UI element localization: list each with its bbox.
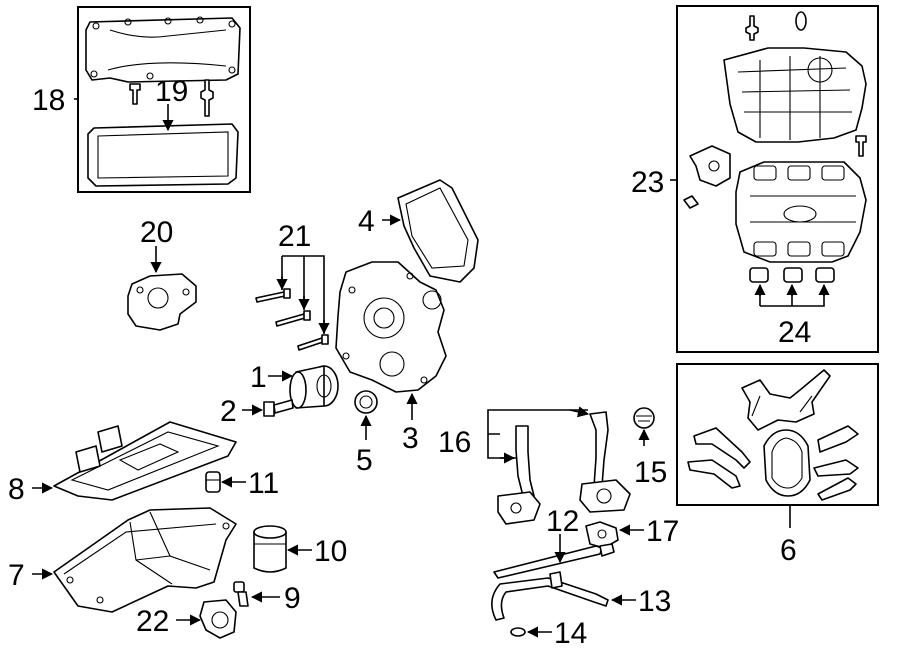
valve-cover-stud: [200, 79, 214, 117]
callout-10: 10: [314, 535, 347, 568]
callout-3: 3: [402, 422, 419, 455]
upper-intake-manifold: [723, 47, 867, 143]
callout-9: 9: [284, 582, 301, 615]
callout-18: 18: [32, 84, 65, 117]
callout-12: 12: [546, 505, 579, 538]
crank-bolt: [263, 399, 294, 417]
oil-fill-cap: [633, 407, 655, 429]
intake-port-gaskets: [749, 267, 835, 283]
sensor-screw: [683, 195, 699, 209]
callout-21: 21: [278, 220, 311, 253]
filter-adapter: [199, 599, 237, 639]
callout-13: 13: [638, 585, 671, 618]
dipstick-o-ring: [510, 627, 526, 637]
drain-plug: [205, 471, 221, 493]
callout-20: 20: [140, 216, 173, 249]
lower-intake-manifold: [735, 161, 867, 263]
callout-14: 14: [554, 617, 587, 650]
dipstick-tube: [491, 571, 609, 621]
callout-8: 8: [8, 473, 25, 506]
cover-bolts: [255, 288, 329, 351]
callout-19: 19: [155, 75, 188, 108]
callout-6: 6: [780, 534, 797, 567]
callout-17: 17: [646, 515, 679, 548]
manifold-seal: [795, 11, 807, 31]
timing-group-box: [676, 363, 879, 506]
callout-23: 23: [631, 166, 664, 199]
cover-gasket: [397, 179, 479, 283]
callout-7: 7: [8, 559, 25, 592]
oil-pickup-tube-b: [579, 411, 631, 513]
manifold-bolt-right: [855, 135, 867, 157]
callout-22: 22: [136, 605, 169, 638]
callout-16: 16: [438, 426, 471, 459]
lower-oil-pan: [53, 507, 237, 613]
crank-seal: [289, 365, 339, 409]
callout-15: 15: [634, 456, 667, 489]
callout-11: 11: [248, 467, 279, 500]
timing-chain-guides: [687, 369, 859, 501]
leader-16: [487, 409, 588, 459]
valve-cover-bolt: [129, 83, 141, 105]
housing-20: [127, 273, 197, 331]
valve-cover-gasket: [87, 123, 239, 187]
timing-cover: [335, 261, 447, 393]
valve-cover: [85, 16, 241, 83]
manifold-stud: [745, 15, 759, 41]
dipstick: [493, 543, 615, 579]
callout-4: 4: [358, 205, 375, 238]
throttle-sensor: [689, 145, 731, 187]
callout-1: 1: [250, 361, 267, 394]
o-ring: [354, 390, 378, 414]
callout-5: 5: [356, 444, 373, 477]
oil-pickup-tube-a: [497, 425, 541, 525]
timing-chain: [763, 429, 811, 497]
upper-oil-pan: [53, 421, 237, 501]
tube-gasket: [585, 521, 619, 549]
oil-filter: [253, 525, 287, 573]
callout-24: 24: [778, 316, 811, 349]
oil-sensor: [233, 581, 249, 607]
callout-2: 2: [220, 395, 237, 428]
intake-manifold-group-box: [676, 5, 879, 353]
